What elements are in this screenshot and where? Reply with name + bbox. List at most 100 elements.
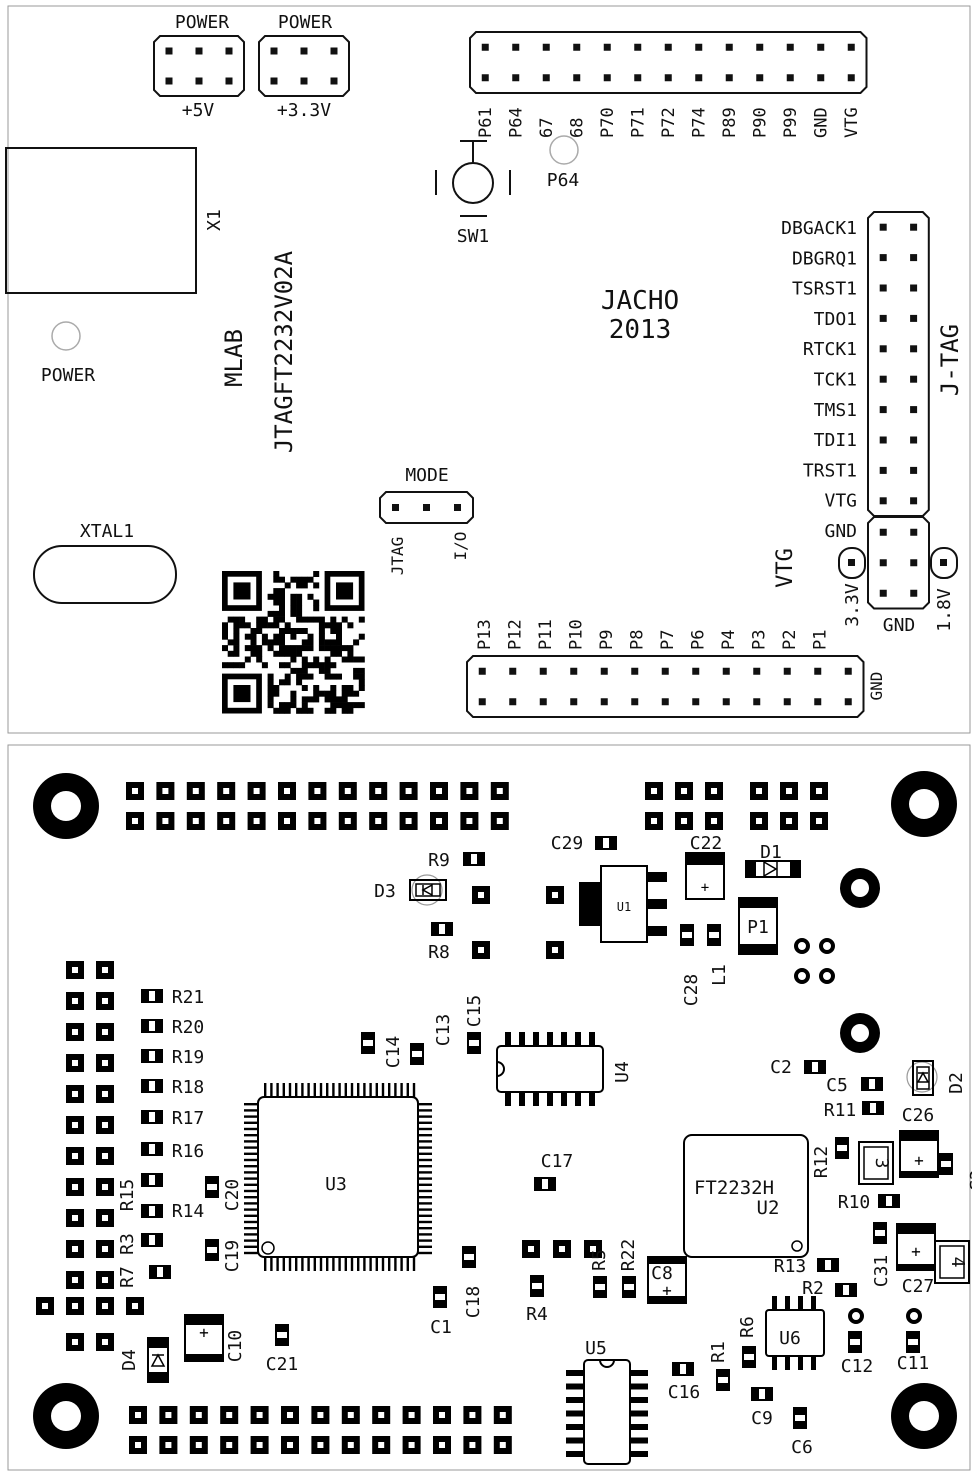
ref-r20: R20 bbox=[172, 1017, 205, 1038]
mode-jumper bbox=[379, 491, 474, 524]
sw1-button bbox=[435, 140, 511, 217]
pin-dot bbox=[478, 698, 486, 706]
top-pin-label: P99 bbox=[781, 107, 801, 138]
top-pin-label: P89 bbox=[720, 107, 740, 138]
ref-c11: C11 bbox=[897, 1353, 930, 1374]
pin-dot bbox=[879, 528, 887, 536]
x1-connector-outline bbox=[5, 147, 197, 294]
u3-qfp-chip bbox=[244, 1083, 432, 1271]
ref-c29: C29 bbox=[551, 833, 584, 854]
pin-dot bbox=[814, 698, 822, 706]
bottom-pin-label: P6 bbox=[689, 630, 709, 650]
c26-tantalum: + bbox=[899, 1130, 939, 1178]
power-5v-label: +5V bbox=[182, 100, 215, 121]
ref-r7: R7 bbox=[117, 1266, 138, 1288]
pin-dot bbox=[879, 559, 887, 567]
svg-text:+: + bbox=[911, 1242, 921, 1261]
pin-dot bbox=[481, 43, 489, 51]
pin-dot bbox=[879, 314, 887, 322]
pin-dot bbox=[879, 406, 887, 414]
d4-diode bbox=[147, 1337, 169, 1383]
pin-dot bbox=[423, 504, 430, 511]
ref-d2: D2 bbox=[946, 1072, 967, 1094]
bottom-pin-label: P2 bbox=[780, 630, 800, 650]
ref-r22: R22 bbox=[618, 1239, 639, 1272]
pin-dot bbox=[165, 47, 173, 55]
pin-dot bbox=[756, 43, 764, 51]
bottom-pin-label: P7 bbox=[658, 630, 678, 650]
pin-dot bbox=[600, 698, 608, 706]
top-pin-label: P72 bbox=[659, 107, 679, 138]
mounting-hole-bottom-right bbox=[891, 1383, 957, 1449]
pin-dot bbox=[786, 74, 794, 82]
ref-c22: C22 bbox=[690, 833, 723, 854]
jtag-gnd-label: GND bbox=[883, 615, 916, 636]
ref-c12: C12 bbox=[841, 1356, 874, 1377]
ref-c3: C3 bbox=[965, 1169, 972, 1191]
through-hole-pads bbox=[36, 782, 828, 1454]
pin-dot bbox=[165, 77, 173, 85]
u6-label: U6 bbox=[779, 1328, 801, 1349]
jtag-signal-label: RTCK1 bbox=[803, 339, 857, 360]
jtag-signal-label: DBGRQ1 bbox=[792, 248, 857, 269]
ref-r12: R12 bbox=[811, 1146, 832, 1179]
pin-dot bbox=[725, 43, 733, 51]
top-pin-label: VTG bbox=[842, 107, 862, 138]
power-5v-title: POWER bbox=[175, 12, 229, 33]
bottom-pin-label: P4 bbox=[719, 630, 739, 650]
u1-regulator bbox=[579, 865, 667, 943]
svg-text:+: + bbox=[199, 1323, 209, 1342]
ref-r10: R10 bbox=[838, 1192, 871, 1213]
ref-r8: R8 bbox=[428, 942, 450, 963]
pin-dot bbox=[879, 345, 887, 353]
power-led bbox=[51, 321, 81, 351]
pin-dot bbox=[879, 223, 887, 231]
pin-dot bbox=[910, 254, 918, 262]
pin-dot bbox=[910, 406, 918, 414]
pin-dot bbox=[661, 698, 669, 706]
pin-dot bbox=[692, 698, 700, 706]
top-pin-header bbox=[469, 31, 868, 94]
pin-dot bbox=[910, 497, 918, 505]
ref-c19: C19 bbox=[222, 1240, 243, 1273]
jtag-signal-label: GND bbox=[824, 521, 857, 542]
pin-dot bbox=[910, 375, 918, 383]
bottom-pin-label: P12 bbox=[506, 619, 526, 650]
ref-r21: R21 bbox=[172, 987, 205, 1008]
pin-dot bbox=[725, 74, 733, 82]
pin-dot bbox=[270, 47, 278, 55]
pin-dot bbox=[817, 74, 825, 82]
power-33v-label: +3.3V bbox=[277, 100, 331, 121]
xtal1-label: XTAL1 bbox=[80, 521, 134, 542]
power-5v-header bbox=[153, 35, 245, 97]
power-33v-header bbox=[258, 35, 350, 97]
pin-dot bbox=[910, 466, 918, 474]
ref-c26: C26 bbox=[902, 1105, 935, 1126]
bottom-pin-header bbox=[466, 655, 865, 718]
pin-dot bbox=[879, 589, 887, 597]
ref-r5: R5 bbox=[589, 1249, 610, 1271]
pin-dot bbox=[509, 698, 517, 706]
u2-label: U2 bbox=[757, 1197, 780, 1219]
pin-dot bbox=[756, 74, 764, 82]
pin-dot bbox=[392, 504, 399, 511]
u5-label: U5 bbox=[585, 1338, 607, 1359]
c10-tantalum: + bbox=[184, 1314, 224, 1362]
board-name-label: JTAGFT2232V02A bbox=[270, 250, 298, 453]
c27-tantalum: + bbox=[896, 1223, 936, 1271]
vtg-1v8-pad bbox=[930, 547, 958, 579]
pad-bottom-view: U3 U4 U1 FT2232H U2 U5 U6 bbox=[7, 744, 972, 1471]
u6-chip bbox=[765, 1296, 825, 1370]
pin-dot bbox=[814, 667, 822, 675]
ref-c28: C28 bbox=[681, 974, 702, 1007]
pin-dot bbox=[270, 77, 278, 85]
pin-dot bbox=[879, 497, 887, 505]
ref-r4: R4 bbox=[526, 1304, 548, 1325]
sw1-label: SW1 bbox=[457, 226, 490, 247]
ref-r2: R2 bbox=[802, 1278, 824, 1299]
c8-tantalum: + bbox=[647, 1256, 687, 1304]
pin-dot bbox=[225, 77, 233, 85]
bottom-pin-label: P13 bbox=[475, 619, 495, 650]
pin-dot bbox=[664, 43, 672, 51]
